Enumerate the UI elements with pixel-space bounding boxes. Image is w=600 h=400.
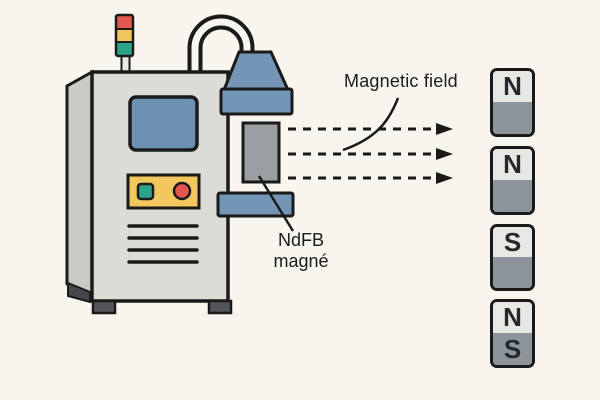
top-clamp-bar bbox=[219, 87, 294, 116]
field-arrowhead-icon bbox=[436, 172, 453, 184]
field-arrowhead-icon bbox=[436, 123, 453, 135]
hose-arch-core bbox=[191, 18, 251, 78]
ndfb-label-pointer bbox=[257, 175, 295, 232]
field-label-pointer bbox=[342, 97, 400, 152]
ndfb-magnet-label: NdFB magné bbox=[260, 230, 342, 272]
magnet-pole-bottom bbox=[493, 256, 532, 288]
magnet-pole-bottom bbox=[493, 179, 532, 212]
field-arrows bbox=[288, 123, 453, 184]
red-button bbox=[172, 181, 192, 201]
vent-grille bbox=[127, 224, 199, 264]
ndfb-label-line1: NdFB bbox=[277, 230, 324, 250]
magnet-pole-label: N bbox=[503, 302, 522, 333]
machine-screen bbox=[128, 95, 199, 152]
green-button bbox=[136, 182, 155, 201]
ndfb-workpiece bbox=[241, 121, 281, 184]
output-magnet-4: N S bbox=[490, 299, 535, 368]
output-magnet-2: N bbox=[490, 146, 535, 215]
machine-rear-foot bbox=[67, 281, 91, 304]
machine-foot-left bbox=[91, 299, 117, 315]
ndfb-label-line2: magné bbox=[273, 251, 329, 271]
magnet-pole-top: S bbox=[493, 227, 532, 257]
magnet-pole-bottom: S bbox=[493, 332, 532, 365]
magnet-pole-label: S bbox=[503, 226, 522, 257]
magnet-pole-top: N bbox=[493, 149, 532, 180]
machine-foot-right bbox=[207, 299, 233, 315]
field-arrowhead-icon bbox=[436, 148, 453, 160]
magnetic-field-label: Magnetic field bbox=[344, 71, 458, 91]
stack-light-yellow bbox=[116, 29, 133, 42]
stack-light-red bbox=[116, 15, 133, 29]
press-head bbox=[221, 50, 291, 92]
machine-side-panel bbox=[65, 69, 94, 304]
stack-light-green bbox=[116, 42, 133, 56]
magnet-pole-label: N bbox=[503, 71, 522, 102]
magnet-pole-label: S bbox=[503, 333, 522, 364]
output-magnet-1: N bbox=[490, 68, 535, 137]
stack-light-outline bbox=[114, 13, 135, 58]
output-magnet-3: S bbox=[490, 224, 535, 291]
magnet-pole-bottom bbox=[493, 101, 532, 134]
magnet-pole-top: N bbox=[493, 302, 532, 333]
magnet-pole-top: N bbox=[493, 71, 532, 102]
magnet-pole-label: N bbox=[503, 149, 522, 180]
